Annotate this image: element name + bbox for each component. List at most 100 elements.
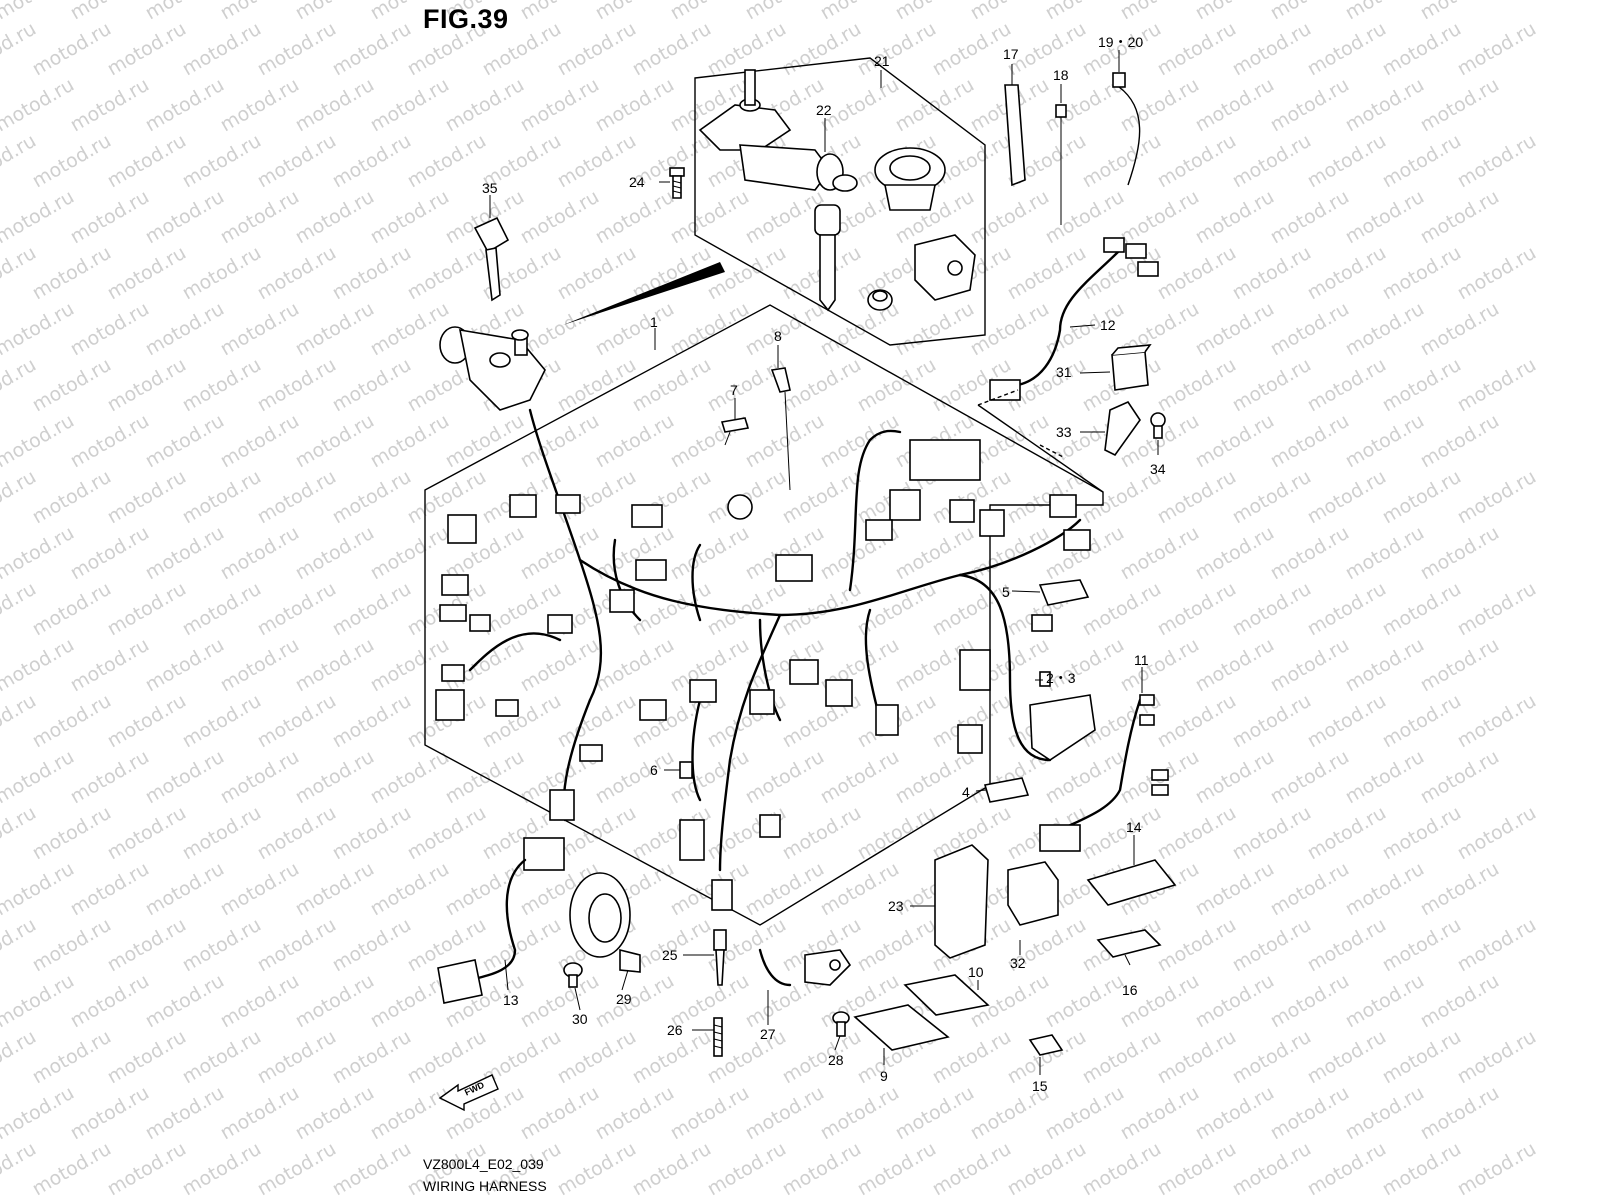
watermark-text: motod.ru [592,186,678,249]
callout-17: 17 [1003,46,1019,62]
watermark-text: motod.ru [1079,130,1165,193]
watermark-text: motod.ru [1342,298,1428,361]
watermark-text: motod.ru [592,746,678,809]
tie-18 [1055,104,1067,225]
watermark-text: motod.ru [517,74,603,137]
watermark-text: motod.ru [929,1138,1015,1200]
fuel-cap-lock [874,147,946,211]
sub-harness-12 [989,237,1159,401]
watermark-text: motod.ru [779,354,865,417]
watermark-text: motod.ru [1042,634,1128,697]
bolt-28 [832,1011,850,1037]
watermark-text: motod.ru [1379,466,1465,529]
watermark-text: motod.ru [142,74,228,137]
watermark-text: motod.ru [1304,802,1390,865]
watermark-text: motod.ru [292,522,378,585]
watermark-text: motod.ru [1154,18,1240,81]
watermark-text: motod.ru [592,0,678,24]
watermark-text: motod.ru [1192,522,1278,585]
watermark-text: motod.ru [29,242,115,305]
watermark-text: motod.ru [1267,746,1353,809]
watermark-text: motod.ru [592,1082,678,1145]
watermark-text: motod.ru [67,1082,153,1145]
watermark-text: motod.ru [29,466,115,529]
watermark-text: motod.ru [1229,914,1315,977]
watermark-text: motod.ru [1454,690,1540,753]
watermark-text: motod.ru [0,746,78,809]
watermark-text: motod.ru [1304,578,1390,641]
sensor-27 [758,948,852,987]
watermark-text: motod.ru [1079,1138,1165,1200]
watermark-text: motod.ru [104,1138,190,1200]
pad-14 [1086,859,1177,906]
callout-33: 33 [1056,424,1072,440]
watermark-text: motod.ru [1229,1138,1315,1200]
watermark-text: motod.ru [517,186,603,249]
watermark-text: motod.ru [1117,0,1203,24]
callout-15: 15 [1032,1078,1048,1094]
watermark-text: motod.ru [1192,858,1278,921]
callout-8: 8 [774,328,782,344]
watermark-text: motod.ru [967,298,1053,361]
switch-25 [713,929,727,986]
watermark-text: motod.ru [629,578,715,641]
watermark-text: motod.ru [667,522,753,585]
watermark-text: motod.ru [142,1082,228,1145]
watermark-text: motod.ru [1417,186,1503,249]
key-in-kit [814,204,841,312]
fuse-box [1029,694,1096,761]
watermark-text: motod.ru [1417,74,1503,137]
watermark-text: motod.ru [1192,970,1278,1033]
watermark-text: motod.ru [1117,1082,1203,1145]
watermark-text: motod.ru [1304,242,1390,305]
watermark-text: motod.ru [1192,0,1278,24]
watermark-text: motod.ru [1229,242,1315,305]
watermark-text: motod.ru [629,914,715,977]
watermark-text: motod.ru [967,186,1053,249]
watermark-text: motod.ru [1379,242,1465,305]
fuse-6 [679,761,693,779]
watermark-text: motod.ru [67,522,153,585]
watermark-text: motod.ru [29,578,115,641]
watermark-text: motod.ru [404,1026,490,1089]
watermark-text: motod.ru [142,970,228,1033]
sub-frame-right [977,389,1104,493]
watermark-text: motod.ru [104,578,190,641]
watermark-text: motod.ru [1004,466,1090,529]
watermark-text: motod.ru [779,1138,865,1200]
watermark-text: motod.ru [1342,410,1428,473]
watermark-text: motod.ru [67,186,153,249]
watermark-text: motod.ru [29,914,115,977]
watermark-text: motod.ru [1454,130,1540,193]
watermark-text: motod.ru [367,746,453,809]
watermark-text: motod.ru [367,1082,453,1145]
watermark-text: motod.ru [254,802,340,865]
callout-6: 6 [650,762,658,778]
watermark-text: motod.ru [1154,1138,1240,1200]
watermark-text: motod.ru [667,298,753,361]
callout-24: 24 [629,174,645,190]
watermark-text: motod.ru [179,578,265,641]
plate-23 [934,844,989,959]
watermark-text: motod.ru [1379,354,1465,417]
leader-lines [489,50,1159,1075]
watermark-text: motod.ru [1417,1082,1503,1145]
callout-1: 1 [650,314,658,330]
watermark-text: motod.ru [854,914,940,977]
watermark-text: motod.ru [329,1026,415,1089]
watermark-text: motod.ru [292,746,378,809]
watermark-text: motod.ru [29,130,115,193]
watermark-text: motod.ru [404,242,490,305]
watermark-text: motod.ru [67,74,153,137]
watermark-text: motod.ru [1192,298,1278,361]
watermark-text: motod.ru [179,466,265,529]
watermark-text: motod.ru [329,802,415,865]
watermark-text: motod.ru [1192,1082,1278,1145]
pin-26 [713,1017,723,1057]
watermark-text: motod.ru [1379,690,1465,753]
fuse-2-3 [1039,671,1051,687]
watermark-text: motod.ru [1454,466,1540,529]
watermark-text: motod.ru [217,298,303,361]
watermark-text: motod.ru [29,1138,115,1200]
watermark-text: motod.ru [592,634,678,697]
